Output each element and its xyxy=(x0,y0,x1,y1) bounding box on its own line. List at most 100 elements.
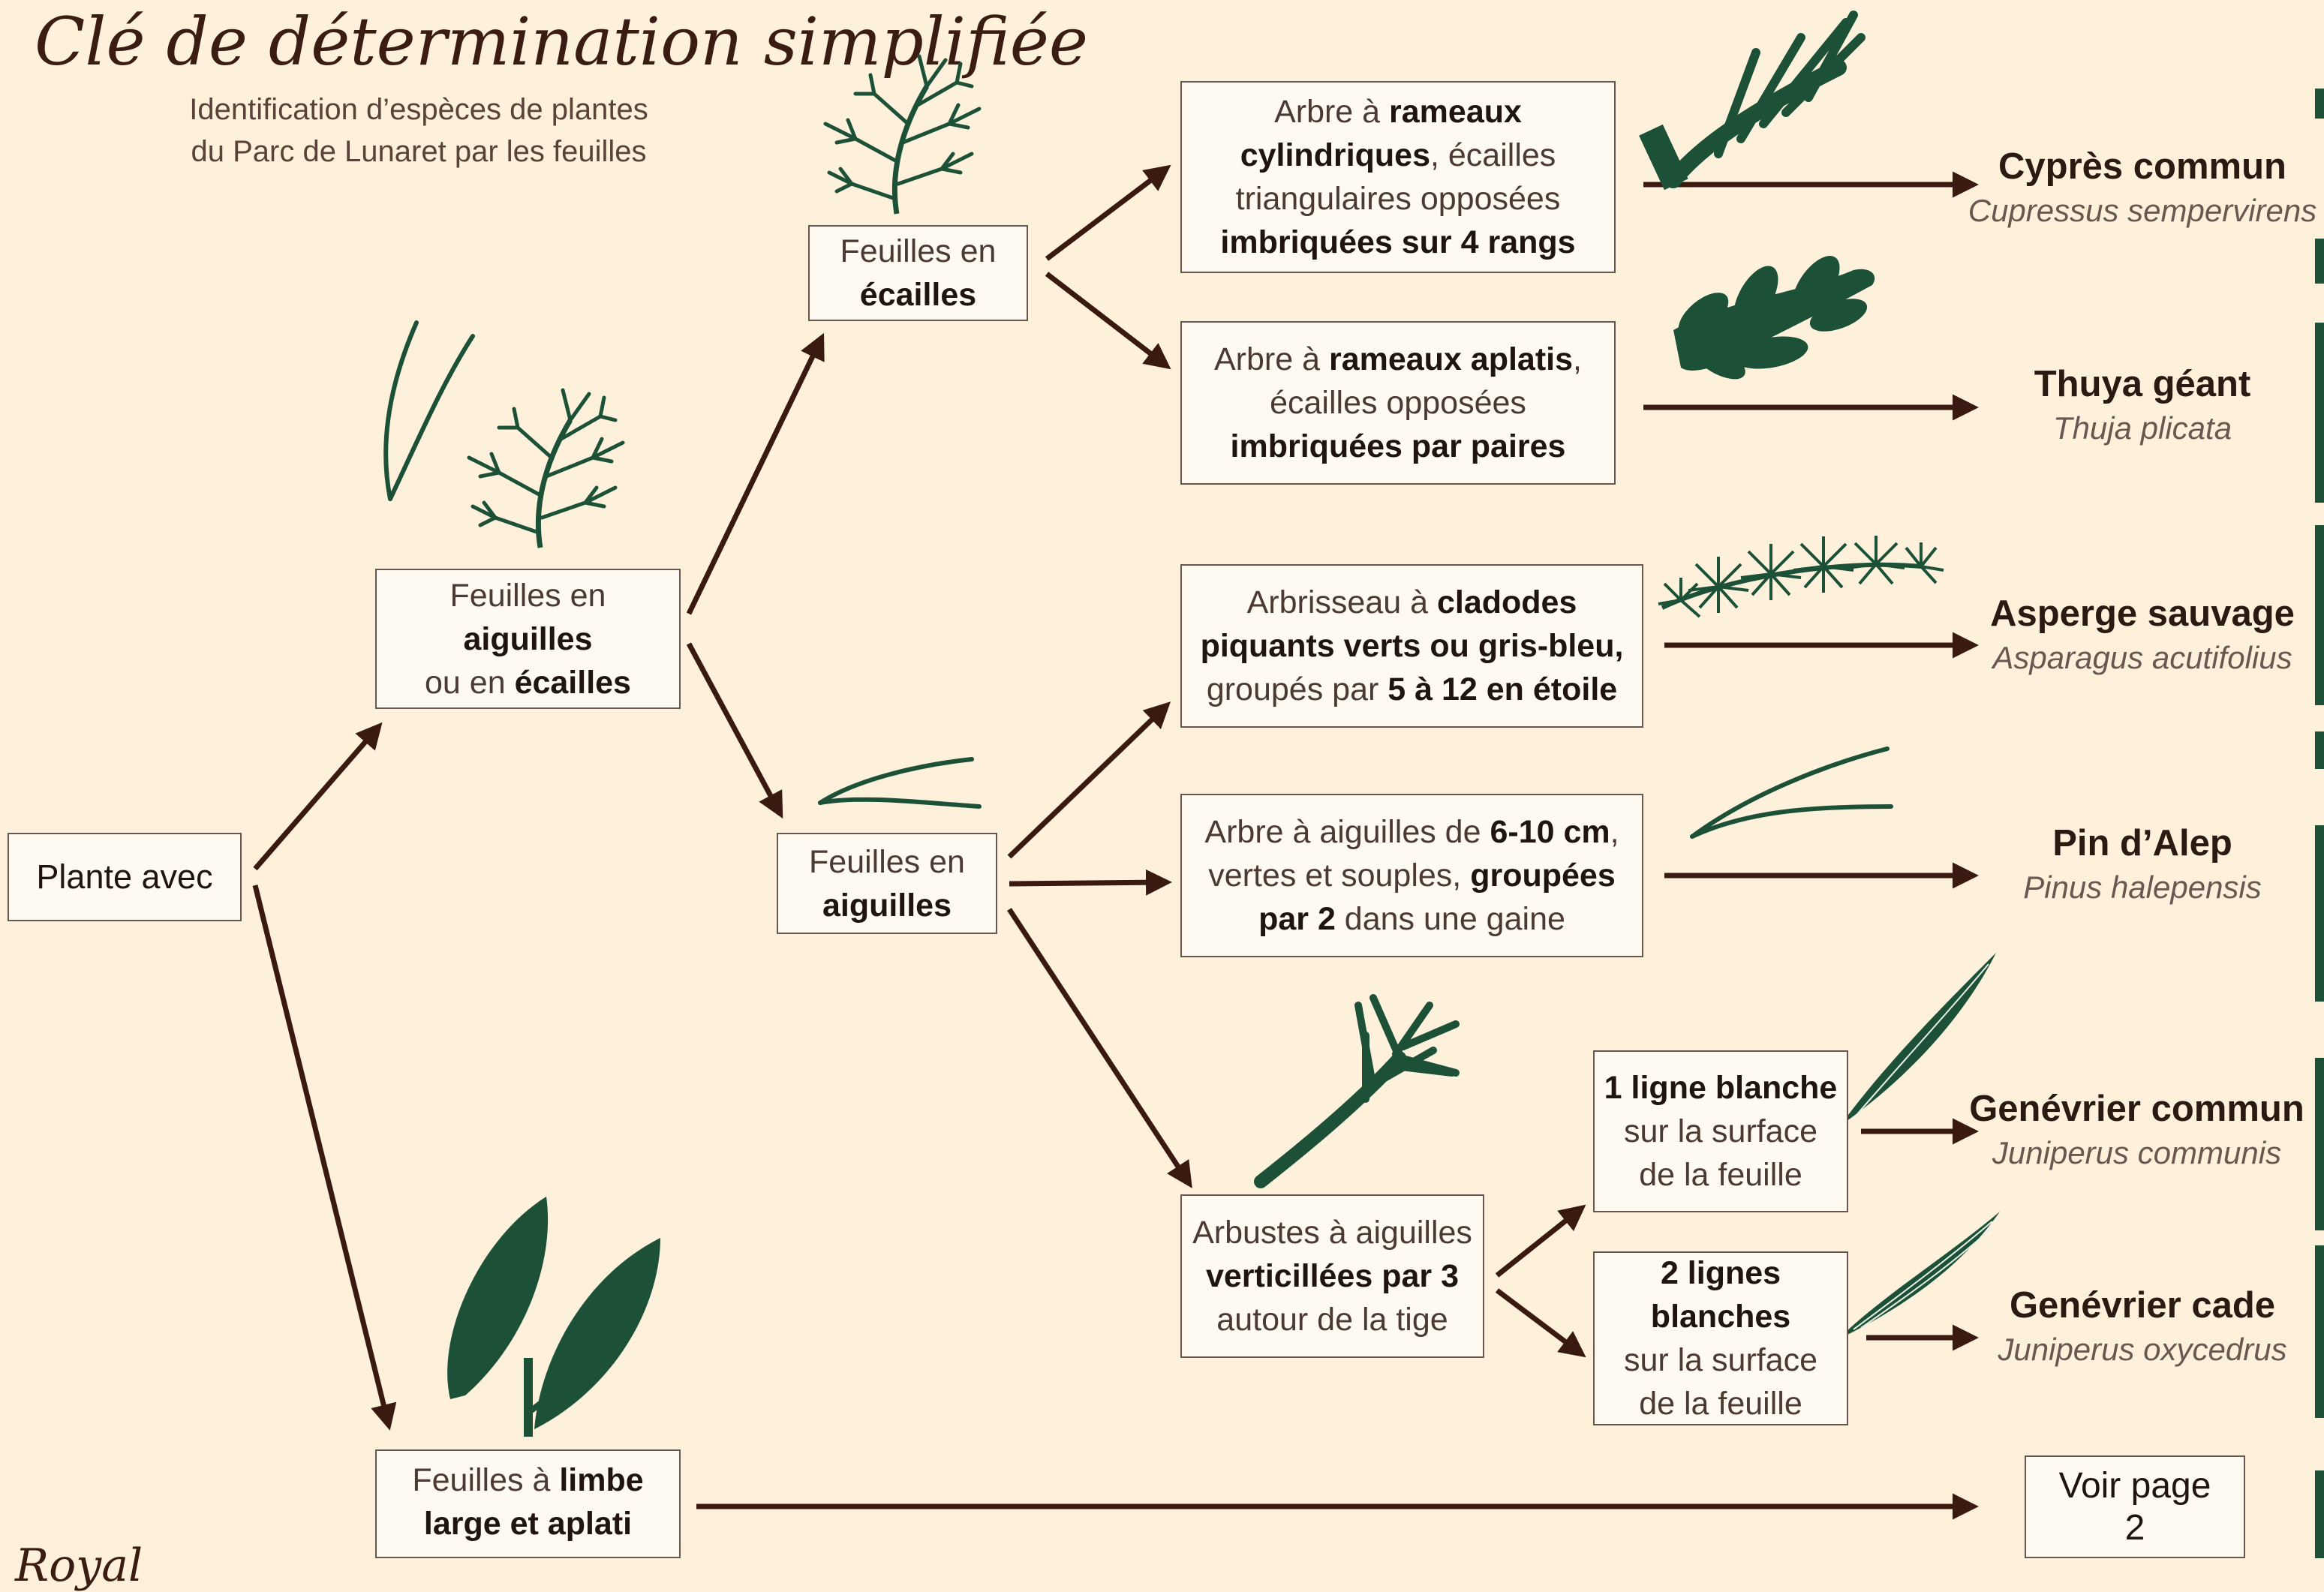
thuja-branch-icon xyxy=(1673,256,1875,380)
species-common-name: Genévrier commun xyxy=(1969,1089,2304,1129)
species-latin-name: Asparagus acutifolius xyxy=(1992,640,2292,675)
node-text: sur la surface xyxy=(1623,1342,1818,1378)
node-text: vertes et souples, xyxy=(1208,858,1471,894)
node-text: de la feuille xyxy=(1639,1157,1802,1193)
subtitle-line: du Parc de Lunaret par les feuilles xyxy=(191,135,647,168)
juniper-sprig-icon xyxy=(1254,994,1460,1188)
arrow xyxy=(253,722,383,871)
edge-tab xyxy=(2315,525,2324,705)
node-text-bold: écailles xyxy=(859,277,977,313)
species-common-name: Asperge sauvage xyxy=(1990,593,2295,634)
node-text-bold: imbriquées par paires xyxy=(1230,428,1566,464)
node-text: Plante avec xyxy=(36,858,213,896)
species-common-name: Pin d’Alep xyxy=(2052,823,2232,864)
needle-leaf-icon xyxy=(1853,1221,1993,1330)
arrow xyxy=(1007,908,1192,1188)
node-text-bold: large et aplati xyxy=(423,1506,633,1542)
node-text: écailles opposées xyxy=(1270,385,1526,421)
arrow xyxy=(1007,701,1171,859)
arrow xyxy=(1045,164,1171,261)
node-pin: Arbre à aiguilles de 6-10 cm, vertes et … xyxy=(1180,794,1643,957)
species-latin-name: Cupressus sempervirens xyxy=(1968,193,2317,228)
species-common-name: Thuya géant xyxy=(2034,364,2251,404)
edge-tab xyxy=(2315,1470,2324,1558)
species-latin-name: Juniperus communis xyxy=(1992,1135,2282,1170)
node-text: triangulaires opposées xyxy=(1235,181,1561,217)
node-text-bold: verticillées par 3 xyxy=(1205,1258,1460,1294)
pine-needle-icon xyxy=(1690,746,1893,839)
voir-page-text: Voir page xyxy=(2058,1465,2211,1506)
node-text: , xyxy=(1610,814,1619,850)
node-ecailles: Feuilles en écailles xyxy=(808,225,1028,321)
node-text-bold: cladodes xyxy=(1436,584,1577,620)
edge-tab xyxy=(2315,239,2324,284)
node-text-bold: piquants verts ou gris-bleu, xyxy=(1200,628,1624,664)
node-text: , écailles xyxy=(1430,137,1556,173)
node-text: Feuilles en xyxy=(449,577,606,614)
node-aiguilles-ecailles: Feuilles en aiguilles ou en écailles xyxy=(375,569,681,709)
species-label: Pin d’Alep Pinus halepensis xyxy=(1959,821,2324,909)
node-root: Plante avec xyxy=(8,833,242,921)
node-text: ou en xyxy=(425,664,515,701)
node-aplatis: Arbre à rameaux aplatis, écailles opposé… xyxy=(1180,321,1616,485)
node-verticillees: Arbustes à aiguilles verticillées par 3 … xyxy=(1180,1194,1484,1358)
edge-tab xyxy=(2315,1058,2324,1230)
node-text-bold: 5 à 12 en étoile xyxy=(1387,671,1618,707)
cypress-sprig-icon xyxy=(1639,11,1866,191)
node-text: Arbre à xyxy=(1274,94,1390,130)
bottom-partial-text: Royal xyxy=(15,1539,143,1592)
node-cylindriques: Arbre à rameaux cylindriques, écailles t… xyxy=(1180,81,1616,273)
page-subtitle: Identification d’espèces de plantes du P… xyxy=(134,89,704,173)
arrow xyxy=(1495,1288,1586,1358)
diagram-graphics xyxy=(252,11,2000,1520)
node-text-bold: aiguilles xyxy=(822,887,952,924)
species-common-name: Cyprès commun xyxy=(1998,146,2286,187)
node-text-bold: rameaux xyxy=(1389,94,1522,130)
node-text: , xyxy=(1573,341,1582,377)
node-aiguilles: Feuilles en aiguilles xyxy=(777,833,997,934)
edge-tab xyxy=(2315,825,2324,990)
edge-tab xyxy=(2315,1245,2324,1418)
node-text: Arbustes à aiguilles xyxy=(1192,1215,1472,1251)
page-title: Clé de détermination simplifiée xyxy=(35,3,1088,80)
node-text-bold: aiguilles xyxy=(463,620,593,657)
node-text-bold: limbe xyxy=(559,1462,644,1498)
node-cladodes: Arbrisseau à cladodes piquants verts ou … xyxy=(1180,564,1643,728)
arrow xyxy=(686,642,783,819)
node-text: Arbre à aiguilles de xyxy=(1204,814,1490,850)
node-text-bold: cylindriques xyxy=(1240,137,1430,173)
node-text: groupés par xyxy=(1206,671,1388,707)
edge-tab xyxy=(2315,731,2324,769)
node-text-bold: 6-10 cm xyxy=(1490,814,1610,850)
node-text-bold: rameaux aplatis xyxy=(1328,341,1574,377)
subtitle-line: Identification d’espèces de plantes xyxy=(189,93,648,126)
arrow xyxy=(686,332,825,615)
node-text: dans une gaine xyxy=(1335,901,1565,937)
node-une-ligne: 1 ligne blanche sur la surface de la feu… xyxy=(1593,1050,1848,1212)
species-label: Genévrier commun Juniperus communis xyxy=(1951,1086,2322,1175)
node-text-bold: imbriquées sur 4 rangs xyxy=(1220,224,1576,260)
node-deux-lignes: 2 lignes blanches sur la surface de la f… xyxy=(1593,1251,1848,1425)
species-label: Asperge sauvage Asparagus acutifolius xyxy=(1959,591,2324,680)
species-latin-name: Pinus halepensis xyxy=(2023,870,2262,905)
needle-leaf-icon xyxy=(1846,953,1996,1122)
node-text: Arbrisseau à xyxy=(1246,584,1437,620)
node-text: Feuilles en xyxy=(809,843,965,880)
node-text: Feuilles en xyxy=(840,233,997,269)
node-text: autour de la tige xyxy=(1216,1302,1448,1338)
arrow xyxy=(1009,869,1172,896)
species-label: Thuya géant Thuja plicata xyxy=(1959,362,2324,450)
pine-needle-icon xyxy=(818,757,982,809)
arrow xyxy=(252,885,397,1431)
asparagus-cladode-icon xyxy=(1658,536,1944,618)
voir-page-number: 2 xyxy=(2124,1507,2145,1548)
species-label: Cyprès commun Cupressus sempervirens xyxy=(1959,144,2324,233)
cypress-branch-icon xyxy=(825,56,979,214)
node-text: sur la surface xyxy=(1623,1113,1818,1149)
node-text-bold: 2 lignes xyxy=(1660,1255,1781,1291)
node-text: de la feuille xyxy=(1639,1386,1802,1422)
voir-page-link[interactable]: Voir page 2 xyxy=(2025,1455,2245,1558)
needle-leaf-icon xyxy=(1846,1212,2000,1335)
species-latin-name: Juniperus oxycedrus xyxy=(1998,1332,2287,1367)
fern-branch-icon xyxy=(469,390,623,548)
